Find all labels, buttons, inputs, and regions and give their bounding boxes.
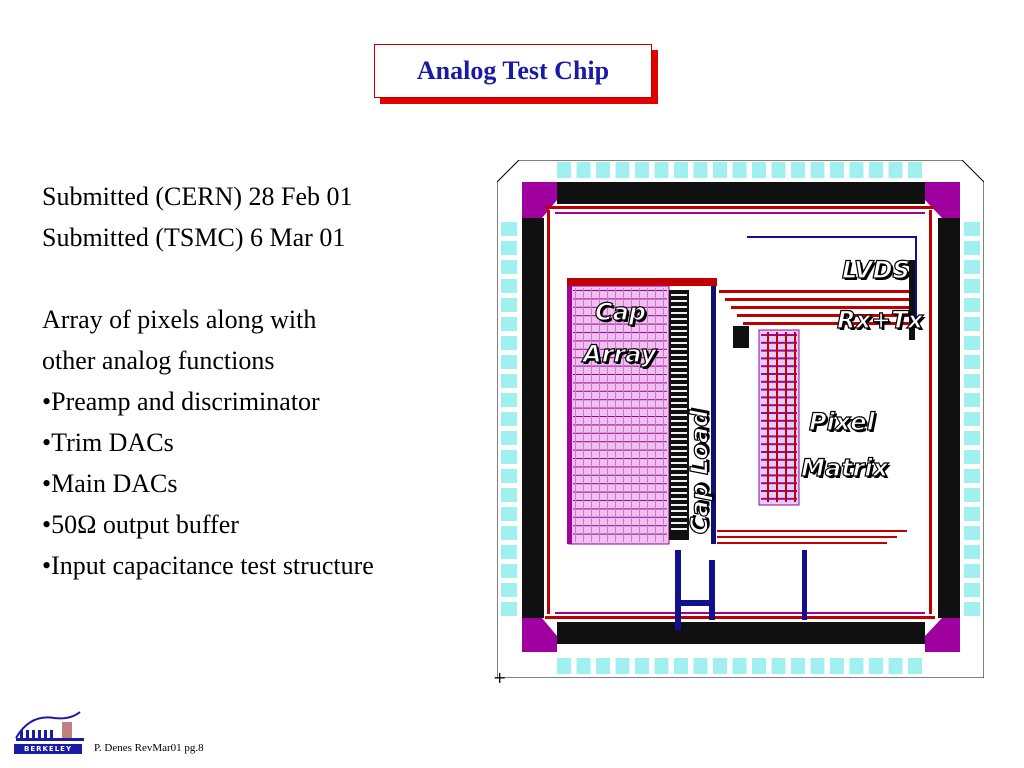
plus-marker: + xyxy=(493,668,507,687)
cap-label: Cap xyxy=(594,298,646,326)
bullet-item: •50Ω output buffer xyxy=(42,510,239,539)
title-box: Analog Test Chip xyxy=(374,44,652,98)
slide-title: Analog Test Chip xyxy=(416,56,610,85)
pad-column-left xyxy=(501,222,517,616)
pad-column-right xyxy=(964,222,980,616)
slide-body: Submitted (CERN) 28 Feb 01 Submitted (TS… xyxy=(42,176,374,586)
bullet-item: •Input capacitance test structure xyxy=(42,551,374,580)
bullet-item: •Trim DACs xyxy=(42,428,174,457)
submitted-cern-line: Submitted (CERN) 28 Feb 01 xyxy=(42,182,353,211)
chip-layout-image: LVDS Rx+Tx Cap Array Cap Load Pixel Matr… xyxy=(496,159,985,679)
cap-load-stripes xyxy=(671,294,687,530)
red-traces xyxy=(717,290,909,544)
submitted-tsmc-line: Submitted (TSMC) 6 Mar 01 xyxy=(42,223,346,252)
pixel-matrix-grid xyxy=(761,332,797,502)
cap-array-grid xyxy=(573,288,667,542)
cap-load-label: Cap Load xyxy=(685,409,714,535)
pixel-label: Pixel xyxy=(808,408,875,436)
intro-line-1: Array of pixels along with xyxy=(42,305,317,334)
chip-layout-drawing xyxy=(496,159,985,679)
bullet-item: •Preamp and discriminator xyxy=(42,387,320,416)
bullet-item: •Main DACs xyxy=(42,469,178,498)
berkeley-lab-logo xyxy=(15,711,84,741)
pad-row-bottom xyxy=(557,658,922,674)
footer-text: P. Denes RevMar01 pg.8 xyxy=(94,742,204,754)
matrix-label: Matrix xyxy=(800,454,889,482)
pad-row-top xyxy=(557,162,922,178)
logo-text: BERKELEY LAB xyxy=(14,744,82,763)
rxtx-label: Rx+Tx xyxy=(836,306,923,334)
lvds-label: LVDS xyxy=(841,256,910,284)
intro-line-2: other analog functions xyxy=(42,346,275,375)
array-label: Array xyxy=(582,340,657,368)
